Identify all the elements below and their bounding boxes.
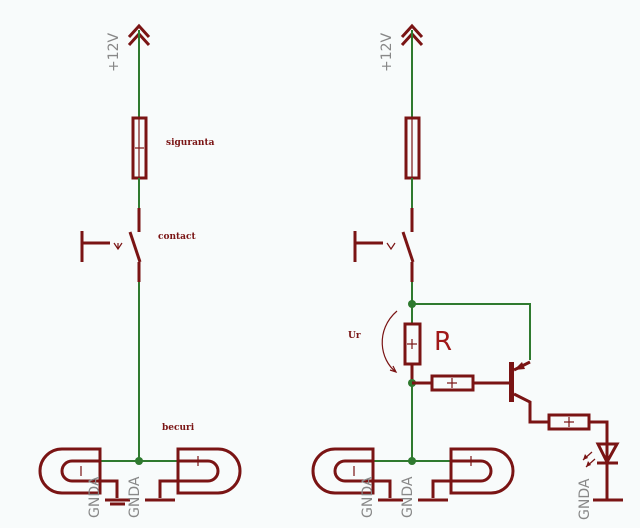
fuse bbox=[131, 116, 148, 180]
arrowhead bbox=[389, 365, 398, 374]
wire bbox=[589, 420, 609, 500]
resistor-label: R bbox=[434, 327, 452, 357]
supply-label-left: +12V bbox=[106, 32, 122, 72]
voltage-arrow-icon bbox=[381, 310, 398, 373]
junction bbox=[135, 457, 143, 465]
right-circuit: +12V R Ur bbox=[311, 23, 623, 520]
bulbs-label: becuri bbox=[162, 423, 195, 433]
switch-label: contact bbox=[158, 232, 196, 242]
ground-label: GNDA bbox=[87, 476, 103, 518]
bulb-right bbox=[145, 447, 242, 502]
wire bbox=[412, 303, 531, 360]
voltage-label: Ur bbox=[348, 331, 361, 341]
bulb-left-2 bbox=[311, 447, 403, 502]
ground-label: GNDA bbox=[400, 476, 416, 518]
fuse-label: siguranta bbox=[166, 138, 215, 148]
ground-label: GNDA bbox=[127, 476, 143, 518]
base-resistor bbox=[430, 374, 475, 392]
resistor-r bbox=[403, 322, 422, 366]
junction bbox=[408, 457, 416, 465]
transistor-pnp bbox=[509, 360, 549, 424]
led bbox=[582, 442, 620, 468]
ground-label: GNDA bbox=[360, 476, 376, 518]
fuse-right bbox=[404, 116, 421, 180]
switch-right bbox=[353, 231, 415, 263]
bulb-left bbox=[38, 447, 130, 506]
bulb-right-2 bbox=[418, 447, 515, 502]
switch-left bbox=[80, 231, 142, 263]
junction bbox=[408, 300, 416, 308]
supply-label-right: +12V bbox=[379, 32, 395, 72]
ground-label: GNDA bbox=[577, 478, 593, 520]
led-resistor bbox=[547, 413, 591, 431]
left-circuit: +12V siguranta contact becuri bbox=[38, 23, 242, 518]
